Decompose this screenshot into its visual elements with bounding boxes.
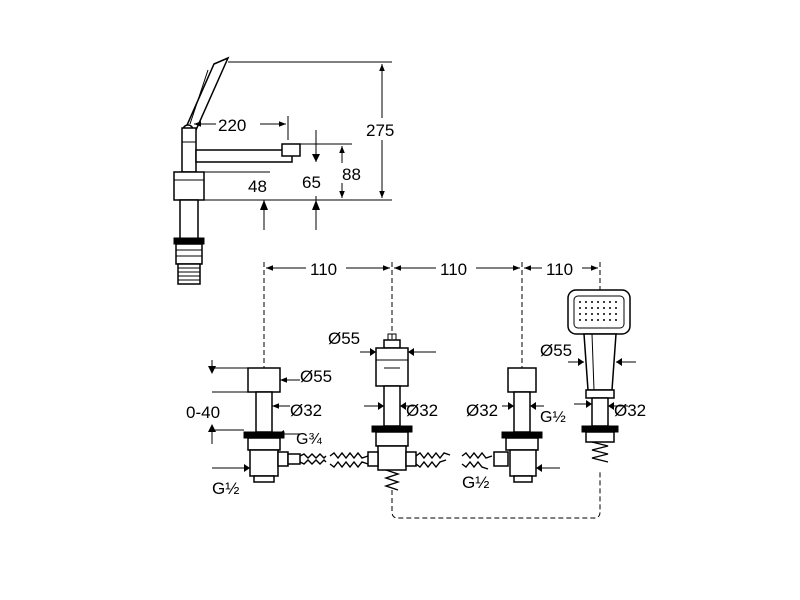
hand-shower-dims: Ø55 G½ Ø32 (540, 341, 646, 426)
valve-right-stem-label: Ø32 (466, 401, 498, 420)
dim-275: 275 (204, 61, 404, 201)
dim-48: 48 (196, 171, 270, 230)
hand-shower (567, 289, 631, 463)
dim-65: 65 (302, 130, 321, 230)
dim-220: 220 (194, 114, 289, 140)
spacing-first-label: 110 (310, 260, 337, 279)
hand-shower-cap-label: Ø55 (540, 341, 572, 360)
spout-center-cap-label: Ø55 (328, 329, 360, 348)
spacing-dims: 110 110 110 (263, 258, 601, 370)
valve-right-inlet-thread-label: G½ (462, 473, 489, 492)
side-view: 220 275 88 65 (173, 56, 404, 285)
hose-connection (391, 470, 601, 519)
valve-left (243, 367, 327, 483)
height-total-label: 275 (366, 121, 394, 140)
height-outlet-label: 65 (302, 173, 321, 192)
dim-88: 88 (292, 143, 370, 198)
spout-center-dims: Ø55 Ø32 (328, 329, 438, 420)
reach-label: 220 (218, 116, 246, 135)
spout-center (329, 333, 451, 491)
valve-left-outlet-thread-label: G¾ (296, 431, 322, 448)
hand-shower-thread-label: G½ (540, 409, 566, 426)
valve-left-dims: 0-40 Ø55 Ø32 G¾ G½ (186, 360, 332, 498)
shower-nozzles (579, 301, 617, 321)
valve-right-dims: Ø32 G½ (462, 401, 560, 492)
height-spout-label: 88 (342, 165, 361, 184)
valve-left-stem-label: Ø32 (290, 401, 322, 420)
spout-offset-label: 48 (248, 177, 267, 196)
side-base (173, 171, 205, 285)
valve-right (461, 367, 543, 483)
spacing-third-label: 110 (546, 260, 573, 279)
valve-left-cap-label: Ø55 (300, 367, 332, 386)
hand-shower-stem-label: Ø32 (614, 401, 646, 420)
spout-center-stem-label: Ø32 (406, 401, 438, 420)
valve-left-inlet-thread-label: G½ (212, 479, 239, 498)
side-spout (181, 127, 301, 173)
adjust-range-label: 0-40 (186, 403, 220, 422)
spacing-second-label: 110 (440, 260, 467, 279)
